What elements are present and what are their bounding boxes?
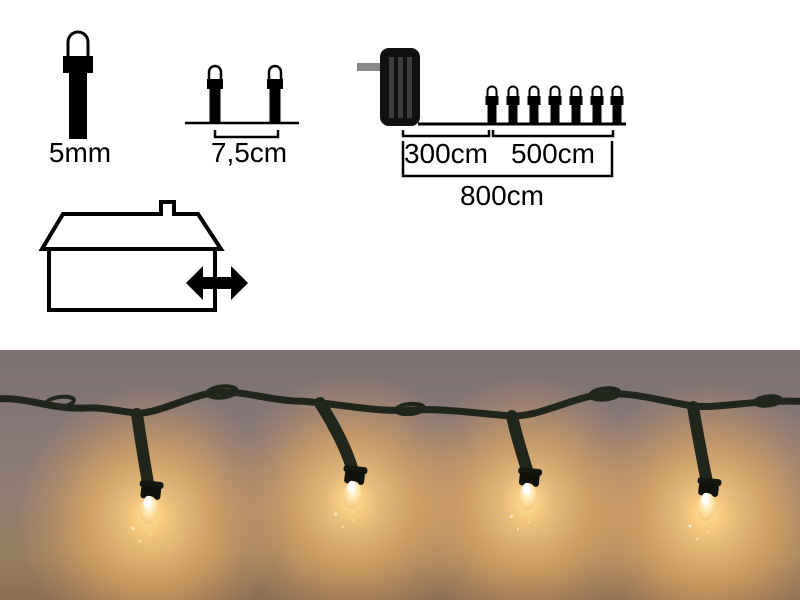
led-bulb	[500, 467, 554, 532]
wire-twist-loop	[44, 394, 76, 410]
wire-twist-loop	[394, 401, 426, 417]
wire-twist-loop	[588, 386, 622, 402]
spacing-bulb-right	[267, 64, 283, 123]
spacing-bulb-left	[207, 64, 223, 123]
led-bulb	[122, 480, 175, 545]
wire-twist-loop	[205, 384, 239, 400]
product-photo	[0, 350, 800, 600]
bulb-size-label: 5mm	[48, 137, 112, 168]
double-arrow-icon	[186, 266, 248, 300]
wire-twist-loop	[753, 394, 783, 408]
bulb-spacing-icon	[185, 64, 299, 139]
total-length-label: 800cm	[459, 180, 545, 211]
total-length-bracket	[401, 141, 614, 178]
power-cable-stub	[357, 63, 381, 71]
lit-length-label: 500cm	[510, 138, 596, 169]
light-string-wire	[0, 384, 800, 420]
light-string-photo-overlay	[0, 384, 800, 545]
bulb-drops	[131, 397, 713, 489]
indoor-outdoor-house-icon	[38, 200, 248, 312]
lit-length-bracket	[491, 130, 615, 138]
led-bulb	[325, 465, 378, 530]
led-bulb	[679, 477, 732, 542]
lit-led-bulbs	[122, 465, 732, 545]
string-mini-bulbs	[485, 85, 624, 124]
bulb-spacing-label: 7,5cm	[210, 137, 288, 168]
led-bulb-size-icon	[63, 30, 93, 139]
string-length-diagram	[357, 48, 626, 178]
house-roof	[38, 200, 225, 251]
power-adapter-icon	[380, 48, 420, 126]
lead-length-label: 300cm	[403, 138, 489, 169]
spacing-bracket	[213, 130, 280, 139]
lead-length-bracket	[401, 130, 491, 138]
